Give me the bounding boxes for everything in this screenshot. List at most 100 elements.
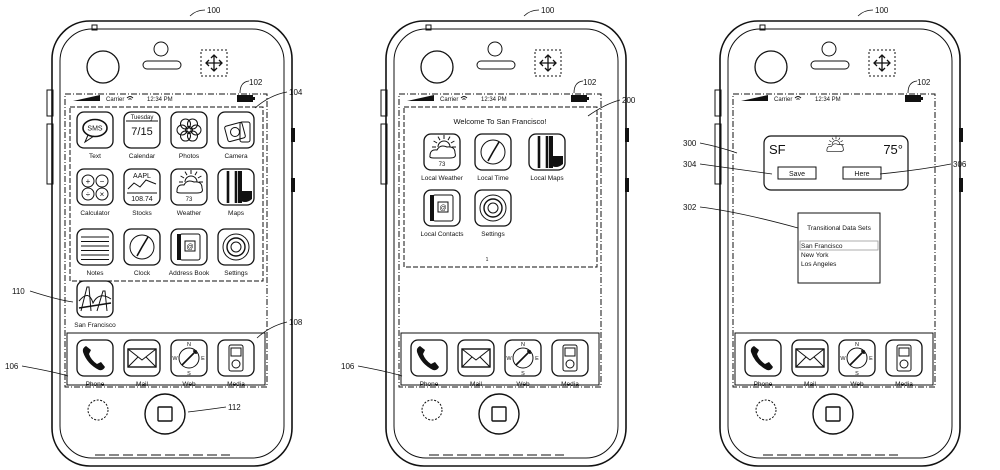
dock-media[interactable]: Media bbox=[885, 339, 923, 388]
local-app-3[interactable]: @Local Contacts bbox=[421, 189, 465, 238]
gear-ring bbox=[483, 198, 503, 218]
dock-media[interactable]: Media bbox=[551, 339, 589, 388]
reference-numeral-here_ref: 306 bbox=[879, 160, 967, 175]
dock-media[interactable]: Media bbox=[217, 339, 255, 388]
side-key bbox=[959, 128, 963, 142]
calc-key bbox=[95, 187, 109, 201]
app-icon-frame[interactable] bbox=[410, 339, 448, 377]
handset-shape bbox=[82, 346, 105, 371]
app-icon-frame[interactable] bbox=[123, 168, 161, 206]
sms-text: SMS bbox=[87, 126, 103, 133]
home-button[interactable] bbox=[478, 393, 520, 435]
reference-numeral-device: 100 bbox=[189, 6, 221, 17]
app-icon-frame[interactable] bbox=[217, 339, 255, 377]
dock-phone[interactable]: Phone bbox=[76, 339, 114, 388]
here-button-frame[interactable] bbox=[842, 166, 882, 180]
app-icon-frame[interactable] bbox=[457, 339, 495, 377]
proximity-sensor-circle bbox=[421, 399, 443, 421]
dock-phone[interactable]: Phone bbox=[410, 339, 448, 388]
move-handle[interactable] bbox=[200, 49, 228, 77]
app-san-francisco[interactable]: San Francisco bbox=[74, 280, 116, 329]
list-item[interactable]: New York bbox=[801, 252, 829, 259]
status-time: 12:34 PM bbox=[815, 97, 841, 103]
save-button-frame[interactable] bbox=[777, 166, 817, 180]
app-clock[interactable]: Clock bbox=[123, 228, 161, 277]
app-icon-frame[interactable] bbox=[551, 339, 589, 377]
app-icon-frame[interactable] bbox=[885, 339, 923, 377]
app-icon-frame[interactable] bbox=[744, 339, 782, 377]
envelope-flap bbox=[127, 348, 157, 368]
sun-ray bbox=[184, 171, 188, 176]
cloud-shape bbox=[429, 145, 456, 159]
reference-numeral-home_button: 112 bbox=[187, 403, 241, 413]
side-button bbox=[380, 89, 388, 117]
save-button[interactable]: Save bbox=[777, 166, 817, 180]
dock-mail[interactable]: Mail bbox=[791, 339, 829, 388]
app-icon-frame[interactable] bbox=[76, 168, 114, 206]
move-arrows-icon bbox=[873, 54, 891, 72]
calc-key bbox=[81, 187, 95, 201]
app-icon-frame[interactable] bbox=[123, 339, 161, 377]
gear-icon bbox=[479, 194, 507, 222]
phone-outer-frame bbox=[385, 20, 627, 467]
app-notes[interactable]: Notes bbox=[76, 228, 114, 277]
home-square-icon bbox=[825, 406, 841, 422]
leader-line bbox=[573, 80, 584, 94]
leader-line bbox=[189, 9, 206, 17]
local-app-1[interactable]: Local Time bbox=[474, 133, 512, 182]
dock-mail[interactable]: Mail bbox=[123, 339, 161, 388]
envelope-flap bbox=[461, 348, 491, 368]
app-settings[interactable]: Settings bbox=[217, 228, 255, 277]
local-app-4[interactable]: Settings bbox=[474, 189, 512, 238]
home-button[interactable] bbox=[812, 393, 854, 435]
reference-number: 100 bbox=[875, 6, 889, 15]
home-button[interactable] bbox=[144, 393, 186, 435]
proximity-sensor-circle bbox=[87, 399, 109, 421]
app-photos[interactable]: Photos bbox=[170, 111, 208, 160]
here-button[interactable]: Here bbox=[842, 166, 882, 180]
stock-line bbox=[127, 179, 157, 190]
list-item[interactable]: Los Angeles bbox=[801, 261, 837, 268]
app-camera[interactable]: Camera bbox=[217, 111, 255, 160]
book-label bbox=[184, 240, 196, 252]
envelope-flap bbox=[795, 348, 825, 368]
weather-icon: 73 bbox=[176, 170, 203, 203]
move-handle[interactable] bbox=[868, 49, 896, 77]
compass-e: E bbox=[869, 356, 873, 362]
app-label: Phone bbox=[420, 381, 439, 388]
app-icon-frame[interactable] bbox=[76, 339, 114, 377]
app-icon-frame[interactable] bbox=[76, 228, 114, 266]
player-wheel bbox=[565, 359, 575, 369]
app-icon-frame[interactable] bbox=[170, 111, 208, 149]
battery-icon bbox=[905, 95, 921, 102]
dock-phone[interactable]: Phone bbox=[744, 339, 782, 388]
book-spine bbox=[430, 195, 434, 221]
app-icon-frame[interactable] bbox=[217, 111, 255, 149]
app-address-book[interactable]: @Address Book bbox=[169, 228, 210, 277]
leader-line bbox=[254, 91, 288, 109]
sun-ray bbox=[450, 140, 455, 144]
move-handle[interactable] bbox=[534, 49, 562, 77]
reference-numeral-dock: 106 bbox=[341, 362, 403, 377]
envelope-body bbox=[461, 348, 491, 368]
weather-temp: 73 bbox=[439, 162, 446, 168]
handset-shape bbox=[750, 346, 773, 371]
sun-arc bbox=[831, 140, 841, 145]
app-calculator[interactable]: +−÷×Calculator bbox=[76, 168, 114, 217]
list-item[interactable]: San Francisco bbox=[801, 243, 843, 250]
dock-mail[interactable]: Mail bbox=[457, 339, 495, 388]
app-icon-frame[interactable] bbox=[791, 339, 829, 377]
